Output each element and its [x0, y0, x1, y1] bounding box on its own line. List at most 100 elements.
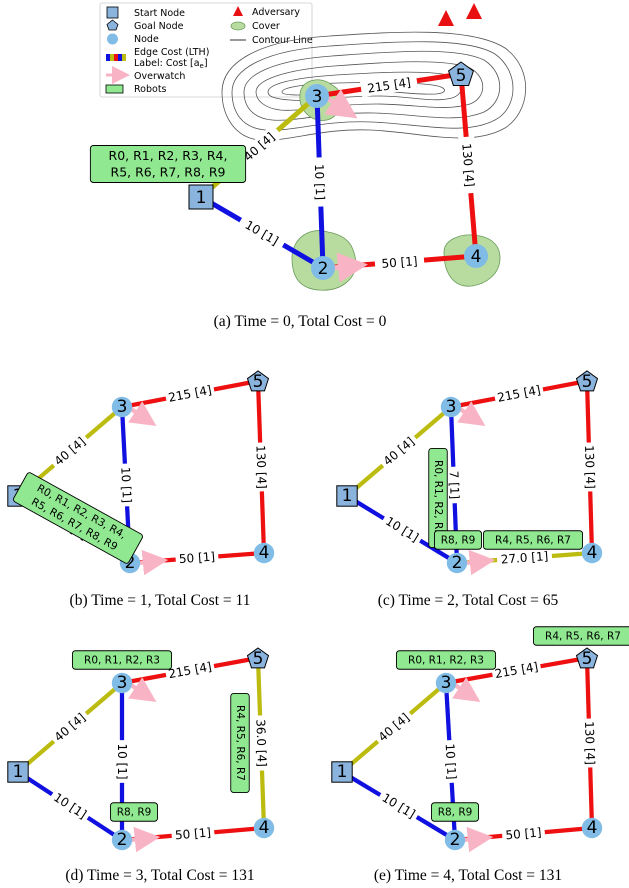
robot-group-text: R8, R9 [438, 806, 473, 818]
edge-label-text: 50 [1] [174, 825, 211, 842]
edge-label: 7 [1] [446, 466, 462, 504]
edge-label-text: 10 [1] [243, 218, 281, 248]
start-node-icon [106, 6, 119, 19]
edge-label-text: 50 [1] [178, 550, 215, 567]
node-3 [111, 672, 133, 694]
robot-group: R4, R5, R6, R7 [532, 626, 629, 646]
legend-edge-cost: Edge Cost (LTH) [134, 47, 209, 58]
goal-node [246, 370, 270, 392]
edge-label-bg [380, 512, 424, 547]
legend-edge-label: Label: Cost [ae] [134, 58, 208, 70]
edge-label: 50 [1] [175, 549, 219, 567]
edge-label-text: 40 [4] [52, 434, 89, 468]
node-label: 3 [446, 397, 457, 417]
edge-label: 10 [1] [48, 788, 92, 824]
robots-icon [105, 84, 124, 94]
legend-overwatch: Overwatch [134, 71, 185, 82]
legend-box [99, 2, 313, 98]
node-label: 1 [337, 762, 348, 782]
edge-label-text: 130 [4] [459, 143, 477, 188]
edge-label: 130 [4] [581, 442, 597, 492]
node-label: 1 [196, 188, 207, 208]
adversary-icon [233, 6, 243, 16]
edge-label-bg [49, 708, 91, 747]
edge-label-text: 10 [1] [312, 164, 327, 201]
goal-node-icon [106, 19, 119, 31]
robot-group-text: R5, R6, R7, R8, R9 [111, 165, 226, 180]
edge-label: 10 [1] [118, 463, 134, 507]
edge-label: 40 [4] [49, 708, 91, 747]
panel-caption: (e) Time = 4, Total Cost = 131 [374, 867, 562, 884]
node-2 [311, 256, 335, 280]
robot-group-box [110, 802, 158, 822]
edge-label: 10 [1] [236, 213, 288, 252]
robot-group-text: R0, R1, R2, R3 [432, 460, 444, 536]
edge-label-bg [376, 789, 421, 823]
edge-label-bg [253, 715, 269, 771]
edge-label: 40 [4] [378, 432, 420, 471]
node-4 [253, 542, 275, 564]
panel-caption: (d) Time = 3, Total Cost = 131 [65, 867, 254, 884]
robot-group: R0, R1, R2, R3 [71, 650, 173, 670]
node-label: 2 [125, 553, 136, 573]
edge-label-bg [49, 432, 91, 471]
start-node [188, 184, 214, 210]
legend: Start Node Goal Node Node Edge Cost (LTH… [99, 2, 313, 98]
node-label: 2 [117, 830, 128, 850]
edge-label-text: 40 [4] [376, 710, 413, 744]
edge-label-bg [374, 252, 425, 272]
robot-group: R8, R9 [110, 802, 158, 822]
edge-label-bg [359, 72, 419, 98]
overwatch-arrow [128, 677, 157, 702]
node-label: 4 [259, 543, 270, 563]
overwatch-arrow [332, 252, 368, 283]
legend-robots: Robots [134, 84, 167, 95]
overwatch-arrow [465, 549, 496, 576]
edge-label-bg [164, 382, 216, 406]
edge-label-bg [493, 382, 545, 406]
edge-label-bg [491, 659, 542, 682]
robot-group-box [482, 530, 584, 550]
edge-label: 130 [4] [581, 718, 597, 768]
robot-group-text: R0, R1, R2, R3 [408, 654, 484, 666]
goal-node [246, 647, 270, 669]
overwatch-arrow [457, 401, 486, 426]
goal-node [575, 370, 599, 392]
edge-label-bg [236, 213, 288, 252]
edge-label: 50 [1] [374, 252, 425, 272]
legend-goal-node: Goal Node [134, 21, 184, 32]
node-label: 2 [450, 830, 461, 850]
node-label: 1 [13, 762, 24, 782]
adversary-marker [466, 3, 482, 19]
robot-group-text: R8, R9 [441, 534, 476, 546]
adversary-marker [438, 10, 454, 26]
node-label: 3 [312, 87, 323, 107]
panel-caption: (b) Time = 1, Total Cost = 11 [70, 592, 251, 609]
edge-label: 40 [4] [373, 708, 415, 747]
node-2 [446, 552, 468, 574]
edge-label-text: 10 [1] [380, 791, 418, 822]
overwatch-arrow [128, 401, 157, 426]
robot-group-text: R4, R5, R6, R7 [234, 705, 246, 781]
panel-caption: (c) Time = 2, Total Cost = 65 [378, 592, 559, 609]
edge-label-bg [175, 549, 219, 567]
robot-group-box [89, 145, 247, 183]
edge-label: 215 [4] [493, 382, 545, 406]
node-label: 2 [452, 553, 463, 573]
overwatch-arrow [130, 826, 161, 853]
edge-label: 215 [4] [491, 659, 542, 682]
panel-caption: (a) Time = 0, Total Cost = 0 [214, 313, 387, 330]
robot-group: R0, R1, R2, R3 [395, 650, 497, 670]
edge-label-text: 10 [1] [118, 467, 134, 504]
robot-group-box [71, 650, 173, 670]
legend-node: Node [134, 34, 159, 45]
robot-group: R0, R1, R2, R3, R4,R5, R6, R7, R8, R9 [89, 145, 247, 183]
overwatch-arrow [138, 549, 169, 576]
edge-label-bg [115, 740, 129, 783]
goal-node [448, 61, 474, 86]
legend-cover: Cover [252, 21, 280, 32]
edge-label-bg [171, 825, 215, 843]
robot-group-text: R4, R5, R6, R7 [495, 534, 571, 546]
node-label: 5 [582, 372, 593, 392]
